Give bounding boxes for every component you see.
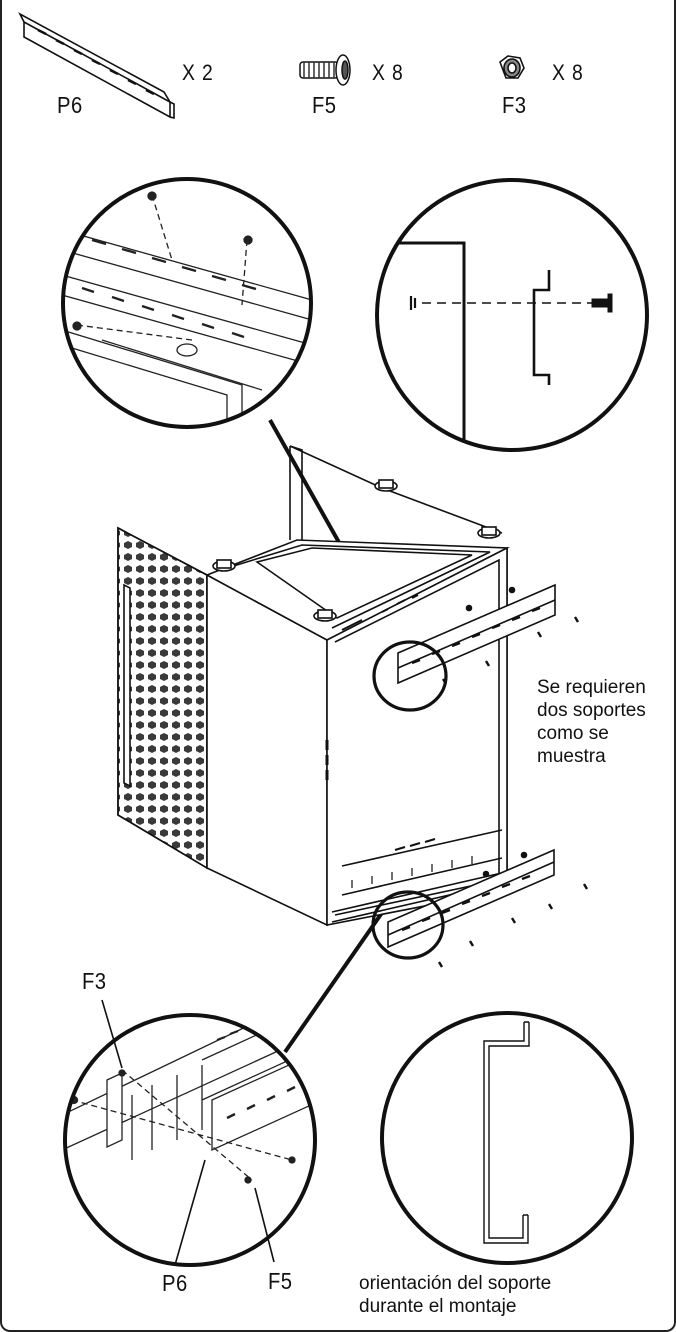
detail-circle-rail-top [61,177,313,429]
rail-note-line: muestra [537,746,606,767]
rail-note-line: dos soportes [537,700,646,721]
part-code-p6: P6 [57,92,83,118]
leader-line-bottom [283,905,388,1054]
part-code-f5: F5 [312,92,337,118]
detail-label-f5: F5 [268,1268,293,1294]
detail-label-f3: F3 [82,968,107,994]
rail-note-line: como se [537,723,609,744]
part-qty-f5: X 8 [372,60,404,85]
nut-icon [499,55,525,79]
orientation-note-line: orientación del soporte [359,1273,552,1294]
part-code-f3: F3 [502,92,527,118]
detail-circle-rail-mounting [63,999,317,1267]
rail-note-line: Se requieren [537,677,646,698]
bolt-icon [299,54,351,86]
part-qty-f3: X 8 [552,60,584,85]
focus-circle-top-rail [372,640,448,712]
rail-bracket-icon [18,12,175,120]
detail-label-p6: P6 [162,1270,188,1296]
orientation-note-line: durante el montaje [359,1296,517,1317]
cabinet-illustration [117,445,589,968]
part-qty-p6: X 2 [182,60,214,85]
detail-circle-bracket-orientation [380,1011,634,1265]
focus-circle-bottom-rail [371,890,445,960]
detail-circle-bracket-profile [375,178,649,452]
